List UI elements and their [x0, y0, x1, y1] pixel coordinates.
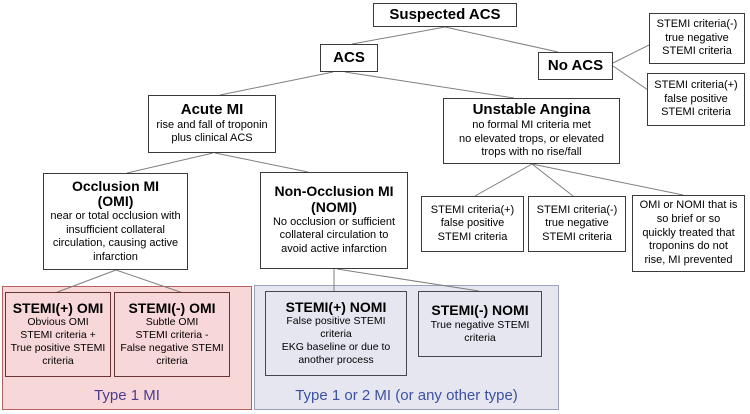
type1-mi-label: Type 1 MI: [94, 387, 160, 404]
node-body: Subtle OMI STEMI criteria - False negati…: [120, 316, 224, 368]
connector: [612, 44, 650, 64]
node-stemi-neg-omi: STEMI(-) OMI Subtle OMI STEMI criteria -…: [114, 292, 230, 377]
node-body: no formal MI criteria met no elevated tr…: [459, 118, 604, 159]
node-body: Obvious OMI STEMI criteria + True positi…: [10, 316, 106, 368]
node-title: STEMI(-) NOMI: [431, 302, 529, 319]
node-stemi-pos-omi: STEMI(+) OMI Obvious OMI STEMI criteria …: [5, 292, 111, 377]
node-acute-mi: Acute MI rise and fall of troponin plus …: [148, 95, 276, 153]
node-title: Occlusion MI (OMI): [71, 177, 160, 210]
connector: [344, 71, 515, 99]
node-body: OMI or NOMI that is so brief or so quick…: [639, 199, 738, 266]
node-occlusion-mi: Occlusion MI (OMI) near or total occlusi…: [43, 173, 188, 270]
node-unstable-angina: Unstable Angina no formal MI criteria me…: [443, 98, 620, 164]
node-body: False positive STEMI criteria EKG baseli…: [281, 315, 391, 367]
connector: [612, 65, 649, 91]
node-body: No occlusion or sufficient collateral ci…: [272, 215, 396, 255]
node-title: Unstable Angina: [472, 101, 591, 119]
node-title: ACS: [333, 48, 365, 66]
node-ua-brief-mi: OMI or NOMI that is so brief or so quick…: [632, 195, 745, 272]
node-title: STEMI(+) NOMI: [285, 298, 387, 315]
node-title: STEMI(-) OMI: [128, 299, 216, 316]
node-body: near or total occlusion with insufficien…: [50, 209, 181, 263]
node-no-acs-false-positive: STEMI criteria(+) false positive STEMI c…: [647, 73, 745, 126]
node-title: STEMI(+) OMI: [12, 299, 104, 316]
node-title: Non-Occlusion MI (NOMI): [274, 183, 394, 216]
node-title: Suspected ACS: [389, 5, 501, 23]
node-body: STEMI criteria(+) false positive STEMI c…: [430, 203, 515, 243]
connector: [219, 71, 334, 96]
connector: [531, 163, 684, 196]
connector: [444, 26, 559, 53]
node-no-acs: No ACS: [538, 52, 613, 80]
node-title: No ACS: [547, 56, 604, 74]
node-ua-true-negative: STEMI criteria(-) true negative STEMI cr…: [528, 196, 626, 252]
node-body: STEMI criteria(+) false positive STEMI c…: [654, 79, 738, 119]
node-body: True negative STEMI criteria: [430, 318, 530, 344]
connector: [214, 152, 309, 173]
node-body: STEMI criteria(-) true negative STEMI cr…: [536, 203, 618, 243]
node-ua-false-positive: STEMI criteria(+) false positive STEMI c…: [421, 196, 524, 252]
node-stemi-neg-nomi: STEMI(-) NOMI True negative STEMI criter…: [418, 291, 542, 357]
connector: [531, 163, 574, 197]
type1or2-mi-label: Type 1 or 2 MI (or any other type): [295, 387, 518, 404]
node-suspected-acs: Suspected ACS: [373, 3, 517, 27]
node-no-acs-true-negative: STEMI criteria(-) true negative STEMI cr…: [649, 13, 745, 64]
node-stemi-pos-nomi: STEMI(+) NOMI False positive STEMI crite…: [265, 291, 407, 376]
connector: [474, 163, 533, 197]
node-title: Acute MI: [180, 100, 244, 118]
node-body: STEMI criteria(-) true negative STEMI cr…: [656, 18, 738, 58]
node-non-occlusion-mi: Non-Occlusion MI (NOMI) No occlusion or …: [260, 172, 408, 269]
node-acs: ACS: [320, 44, 378, 72]
connector: [351, 26, 446, 45]
connector: [126, 152, 214, 174]
node-body: rise and fall of troponin plus clinical …: [156, 118, 268, 145]
